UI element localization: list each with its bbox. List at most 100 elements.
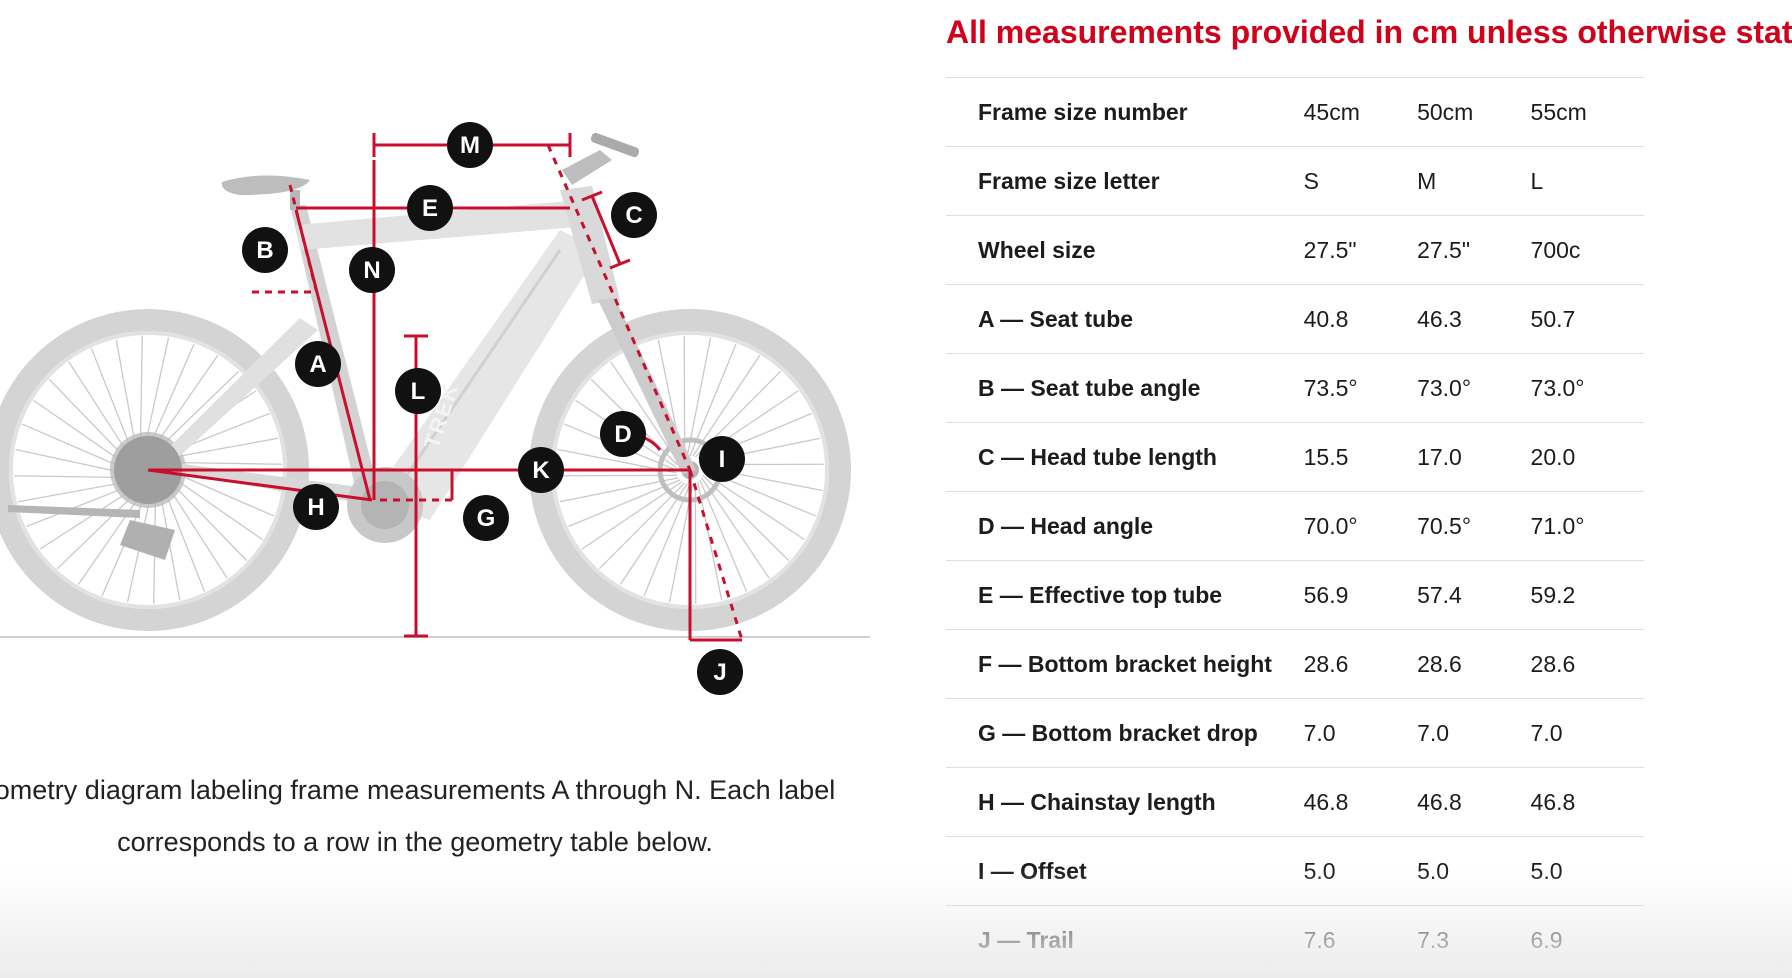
- caption-line-1: ometry diagram labeling frame measuremen…: [0, 775, 836, 805]
- diagram-caption: ometry diagram labeling frame measuremen…: [0, 764, 900, 868]
- row-value: 5.0: [1303, 836, 1418, 906]
- row-label: B — Seat tube angle: [946, 353, 1304, 423]
- svg-text:H: H: [307, 494, 324, 521]
- svg-text:I: I: [719, 446, 726, 473]
- row-label: G — Bottom bracket drop: [946, 698, 1304, 768]
- row-value: 40.8: [1303, 284, 1418, 354]
- row-label: Frame size letter: [946, 146, 1304, 216]
- row-value: 71.0°: [1530, 491, 1644, 561]
- row-value: M: [1417, 146, 1531, 216]
- row-value: 7.0: [1417, 698, 1531, 768]
- measurement-units-notice: All measurements provided in cm unless o…: [946, 14, 1792, 50]
- row-value: 5.0: [1530, 836, 1644, 906]
- svg-text:K: K: [532, 457, 550, 484]
- svg-text:M: M: [460, 132, 480, 159]
- row-value: 7.0: [1303, 698, 1418, 768]
- marker-m: M: [447, 122, 493, 168]
- row-value: 700c: [1530, 215, 1644, 285]
- marker-k: K: [518, 447, 564, 493]
- row-value: 70.0°: [1303, 491, 1418, 561]
- row-value: 73.0°: [1530, 353, 1644, 423]
- row-value: 46.8: [1417, 767, 1531, 837]
- marker-l: L: [395, 368, 441, 414]
- row-value: 7.0: [1530, 698, 1644, 768]
- svg-text:A: A: [309, 351, 326, 378]
- row-value: 46.3: [1417, 284, 1531, 354]
- row-value: 5.0: [1417, 836, 1531, 906]
- svg-text:B: B: [256, 237, 273, 264]
- marker-n: N: [349, 247, 395, 293]
- row-label: Wheel size: [946, 215, 1304, 285]
- marker-d: D: [600, 411, 646, 457]
- row-value: L: [1530, 146, 1644, 216]
- row-value: 20.0: [1530, 422, 1644, 492]
- row-value: 45cm: [1303, 77, 1418, 147]
- row-label: F — Bottom bracket height: [946, 629, 1304, 699]
- row-value: 46.8: [1303, 767, 1418, 837]
- row-label: J — Trail: [946, 905, 1304, 975]
- row-value: 27.5": [1417, 215, 1531, 285]
- row-label: D — Head angle: [946, 491, 1304, 561]
- row-value: 73.0°: [1417, 353, 1531, 423]
- row-value: 55cm: [1530, 77, 1644, 147]
- row-label: H — Chainstay length: [946, 767, 1304, 837]
- row-value: 6.9: [1530, 905, 1644, 975]
- svg-text:D: D: [614, 421, 631, 448]
- marker-b: B: [242, 227, 288, 273]
- measure-line-c: [590, 195, 622, 265]
- row-value: 50cm: [1417, 77, 1531, 147]
- row-value: 46.8: [1530, 767, 1644, 837]
- row-value: 15.5: [1303, 422, 1418, 492]
- caption-line-2: corresponds to a row in the geometry tab…: [117, 827, 713, 857]
- marker-g: G: [463, 495, 509, 541]
- row-label: C — Head tube length: [946, 422, 1304, 492]
- row-value: 7.6: [1303, 905, 1418, 975]
- svg-text:E: E: [422, 195, 438, 222]
- row-label: Frame size number: [946, 77, 1304, 147]
- svg-text:C: C: [625, 202, 642, 229]
- svg-text:J: J: [713, 659, 726, 686]
- marker-e: E: [407, 185, 453, 231]
- measure-line-b: [288, 184, 318, 291]
- row-value: 28.6: [1530, 629, 1644, 699]
- svg-text:N: N: [363, 257, 380, 284]
- measure-line-head-axis: [546, 144, 692, 471]
- row-value: 27.5": [1303, 215, 1418, 285]
- row-value: 50.7: [1530, 284, 1644, 354]
- marker-j: J: [697, 649, 743, 695]
- row-label: I — Offset: [946, 836, 1304, 906]
- marker-i: I: [699, 436, 745, 482]
- marker-c: C: [611, 192, 657, 238]
- bike-geometry-diagram: TREK: [0, 122, 870, 695]
- marker-a: A: [295, 341, 341, 387]
- marker-h: H: [293, 484, 339, 530]
- row-value: 73.5°: [1303, 353, 1418, 423]
- row-label: A — Seat tube: [946, 284, 1304, 354]
- row-value: 57.4: [1417, 560, 1531, 630]
- row-value: 59.2: [1530, 560, 1644, 630]
- marker-group: M E C B N A L D I K H G J: [242, 122, 745, 695]
- row-value: 17.0: [1417, 422, 1531, 492]
- row-value: 7.3: [1417, 905, 1531, 975]
- row-value: 70.5°: [1417, 491, 1531, 561]
- row-value: 28.6: [1417, 629, 1531, 699]
- row-value: 28.6: [1303, 629, 1418, 699]
- row-value: S: [1303, 146, 1418, 216]
- row-value: 56.9: [1303, 560, 1418, 630]
- svg-text:G: G: [477, 505, 496, 532]
- row-label: E — Effective top tube: [946, 560, 1304, 630]
